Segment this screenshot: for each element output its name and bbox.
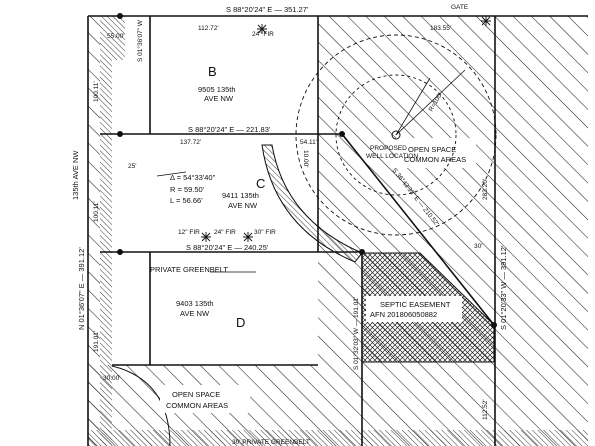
dist-lot-d-left: 191.01' (93, 331, 100, 352)
private-greenbelt-curve (261, 144, 363, 263)
gate-label: GATE (451, 4, 469, 11)
tree-label-3: 30" FIR (254, 229, 276, 236)
curve-delta: Δ = 54°33'40" (170, 173, 216, 182)
open-space-hatch (88, 16, 588, 446)
left-greenbelt-strip (100, 16, 125, 446)
tree-icons (201, 16, 491, 242)
bearing-left: N 01°36'07" E — 391.12' (77, 247, 86, 330)
survey-monuments (117, 13, 497, 328)
parcel-boundaries (87, 15, 588, 446)
bottom-strip-label: 30' PRIVATE GREENBELT (232, 439, 310, 446)
private-greenbelt-label: PRIVATE GREENBELT (150, 265, 228, 274)
well-marker (391, 130, 401, 140)
tree-label-2: 24" FIR (214, 229, 236, 236)
open-space-label-2: COMMON AREAS (404, 155, 466, 164)
open-space-bottom-label-2: COMMON AREAS (166, 401, 228, 410)
bottom-greenbelt-strip (88, 430, 588, 446)
dist-lot-c-left: 100.11' (93, 201, 100, 222)
lot-d-address: 9403 135th (176, 299, 214, 308)
setback-55: 55.00' (107, 33, 125, 40)
dist-lot-b-left: 100.11' (93, 81, 100, 102)
lot-b-letter: B (208, 64, 217, 79)
lot-c-letter: C (256, 176, 265, 191)
curve-length: L = 56.66' (170, 196, 203, 205)
dist-top-left: 112.72' (198, 25, 219, 32)
street-label: 135th AVE NW (71, 150, 80, 200)
dist-easement-right: 283.20' (482, 179, 489, 200)
open-space-label: OPEN SPACE (408, 145, 456, 154)
lot-d-letter: D (236, 315, 245, 330)
lot-c-address: 9411 135th (222, 191, 259, 200)
lot-b-address-2: AVE NW (204, 94, 234, 103)
septic-label: SEPTIC EASEMENT (380, 300, 451, 309)
lot-c-address-2: AVE NW (228, 201, 258, 210)
well-protection-circles (295, 34, 497, 236)
bearing-inner-right: S 01°32'03" W — 191.01' (352, 297, 360, 370)
open-space-bottom-label: OPEN SPACE (172, 390, 220, 399)
offset-10: 10.00' (302, 150, 309, 168)
dist-bottom-right: 112.52' (482, 399, 489, 420)
curve-radius: R = 59.50' (170, 185, 205, 194)
bearing-inner-b: S 01°36'07" W (136, 19, 144, 62)
bearing-right: S 01°20'33" W — 391.12' (499, 245, 508, 330)
septic-label-2: AFN 201806050882 (370, 310, 437, 319)
dist-top-right: 183.55' (430, 25, 451, 32)
bearing-bc: S 88°20'24" E — 221.83' (188, 125, 271, 134)
bearing-top: S 88°20'24" E — 351.27' (226, 5, 309, 14)
bearing-cd: S 88°20'24" E — 240.25' (186, 243, 269, 252)
tree-label-4: 12" FIR (178, 229, 200, 236)
offset-25: 25' (128, 163, 136, 170)
offset-30-right: 30' (474, 243, 482, 250)
well-label: PROPOSED (370, 145, 407, 152)
dist-bc-right: 54.11' (300, 139, 317, 146)
well-label-2: WELL LOCATION (366, 153, 418, 160)
lot-b-address: 9505 135th (198, 85, 236, 94)
setback-30: 30.00' (103, 375, 121, 382)
tree-label: 24" FIR (252, 31, 274, 38)
dist-bc-left: 137.72' (180, 139, 201, 146)
lot-d-address-2: AVE NW (180, 309, 210, 318)
